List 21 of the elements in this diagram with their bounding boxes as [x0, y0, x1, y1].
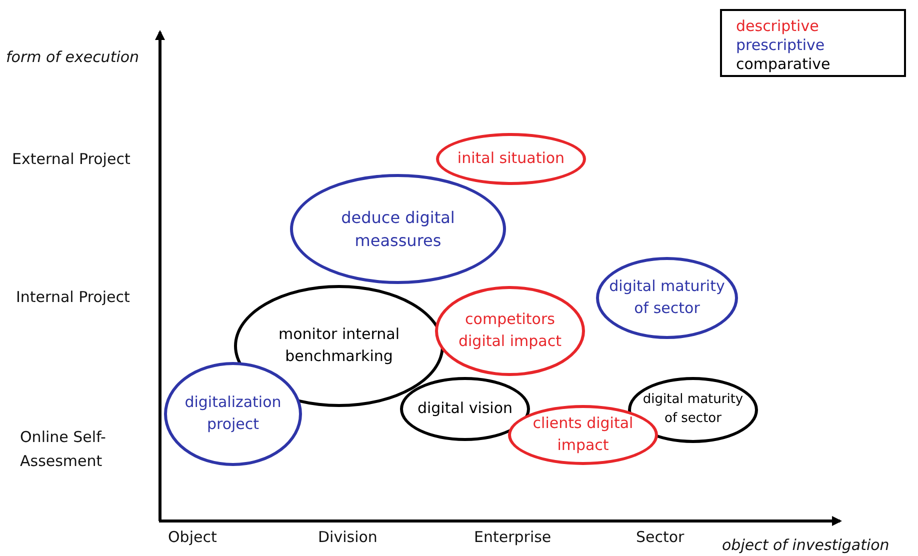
- legend-entry: descriptive: [736, 17, 819, 36]
- axis-title: object of investigation: [722, 536, 890, 554]
- bubble-label: clients digital impact: [532, 413, 634, 456]
- axis-tick-label: Division: [318, 528, 378, 546]
- bubble-label: digital maturity of sector: [608, 276, 726, 319]
- bubble-label: competitors digital impact: [457, 309, 562, 352]
- axis-title: form of execution: [6, 48, 140, 66]
- bubble-label: digital vision: [417, 398, 513, 420]
- bubble-label: digitalization project: [184, 392, 282, 435]
- bubble-label: monitor internal benchmarking: [277, 324, 400, 367]
- axis-tick-label: Object: [168, 528, 217, 546]
- bubble-label: digital maturity of sector: [642, 391, 744, 428]
- axis-tick-label: External Project: [12, 150, 130, 168]
- legend-entry: prescriptive: [736, 36, 825, 55]
- legend-entry: comparative: [736, 55, 830, 74]
- axis-tick-label: Internal Project: [16, 288, 130, 306]
- bubble-label: deduce digital meassures: [340, 206, 456, 252]
- axis-tick-label: Enterprise: [474, 528, 552, 546]
- axis-tick-label: Sector: [636, 528, 684, 546]
- bubble-label: inital situation: [457, 148, 565, 170]
- axis-tick-label: Online Self-Assesment: [20, 427, 107, 472]
